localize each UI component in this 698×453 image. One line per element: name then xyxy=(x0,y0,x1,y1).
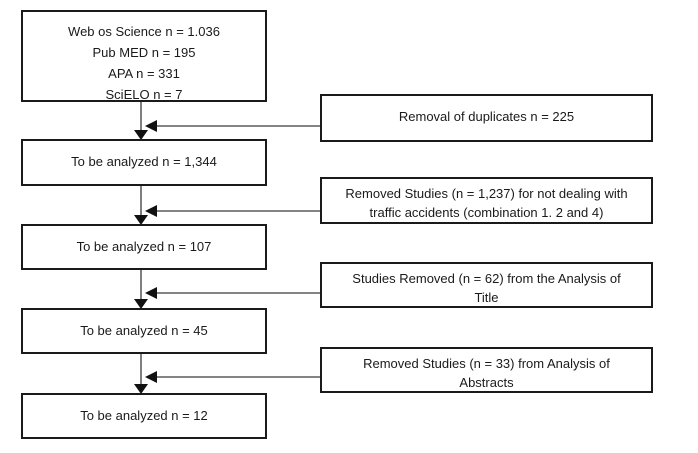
flow-box-analyzed-107: To be analyzed n = 107 xyxy=(21,224,267,270)
flow-box-analyzed-45: To be analyzed n = 45 xyxy=(21,308,267,354)
removal-box-line: Removed Studies (n = 33) from Analysis o… xyxy=(363,356,610,371)
removal-arrow-3 xyxy=(145,287,320,299)
removal-box-duplicates: Removal of duplicates n = 225 xyxy=(320,94,653,142)
removal-box-line: Removed Studies (n = 1,237) for not deal… xyxy=(345,186,628,201)
removal-box-line: Title xyxy=(474,290,499,305)
flow-box-label: To be analyzed n = 107 xyxy=(76,239,212,254)
removal-box-line: Removal of duplicates n = 225 xyxy=(398,109,575,124)
flow-box-label: To be analyzed n = 45 xyxy=(80,323,208,338)
removal-arrow-1 xyxy=(145,120,320,132)
removal-arrow-2 xyxy=(145,205,320,217)
flow-arrow-down-3 xyxy=(134,270,148,309)
sources-box: Web os Science n = 1.036 Pub MED n = 195… xyxy=(21,10,267,102)
flow-box-analyzed-12: To be analyzed n = 12 xyxy=(21,393,267,439)
removal-box-line: Studies Removed (n = 62) from the Analys… xyxy=(352,271,621,286)
flow-box-label: To be analyzed n = 1,344 xyxy=(71,154,217,169)
removal-arrow-4 xyxy=(145,371,320,383)
source-line-apa: APA n = 331 xyxy=(108,66,180,81)
flow-box-analyzed-1344: To be analyzed n = 1,344 xyxy=(21,139,267,186)
removal-box-line: traffic accidents (combination 1. 2 and … xyxy=(369,205,604,220)
source-line-pubmed: Pub MED n = 195 xyxy=(92,45,196,60)
removal-box-abstract-analysis: Removed Studies (n = 33) from Analysis o… xyxy=(320,347,653,393)
removal-box-title-analysis: Studies Removed (n = 62) from the Analys… xyxy=(320,262,653,308)
removal-box-line: Abstracts xyxy=(459,375,514,390)
source-line-web-of-science: Web os Science n = 1.036 xyxy=(68,24,220,39)
flow-arrow-down-4 xyxy=(134,354,148,394)
flow-box-label: To be analyzed n = 12 xyxy=(80,408,208,423)
flow-arrow-down-2 xyxy=(134,186,148,225)
flow-arrow-down-1 xyxy=(134,102,148,140)
source-line-scielo: SciELO n = 7 xyxy=(105,87,183,102)
removal-box-not-traffic-accidents: Removed Studies (n = 1,237) for not deal… xyxy=(320,177,653,224)
